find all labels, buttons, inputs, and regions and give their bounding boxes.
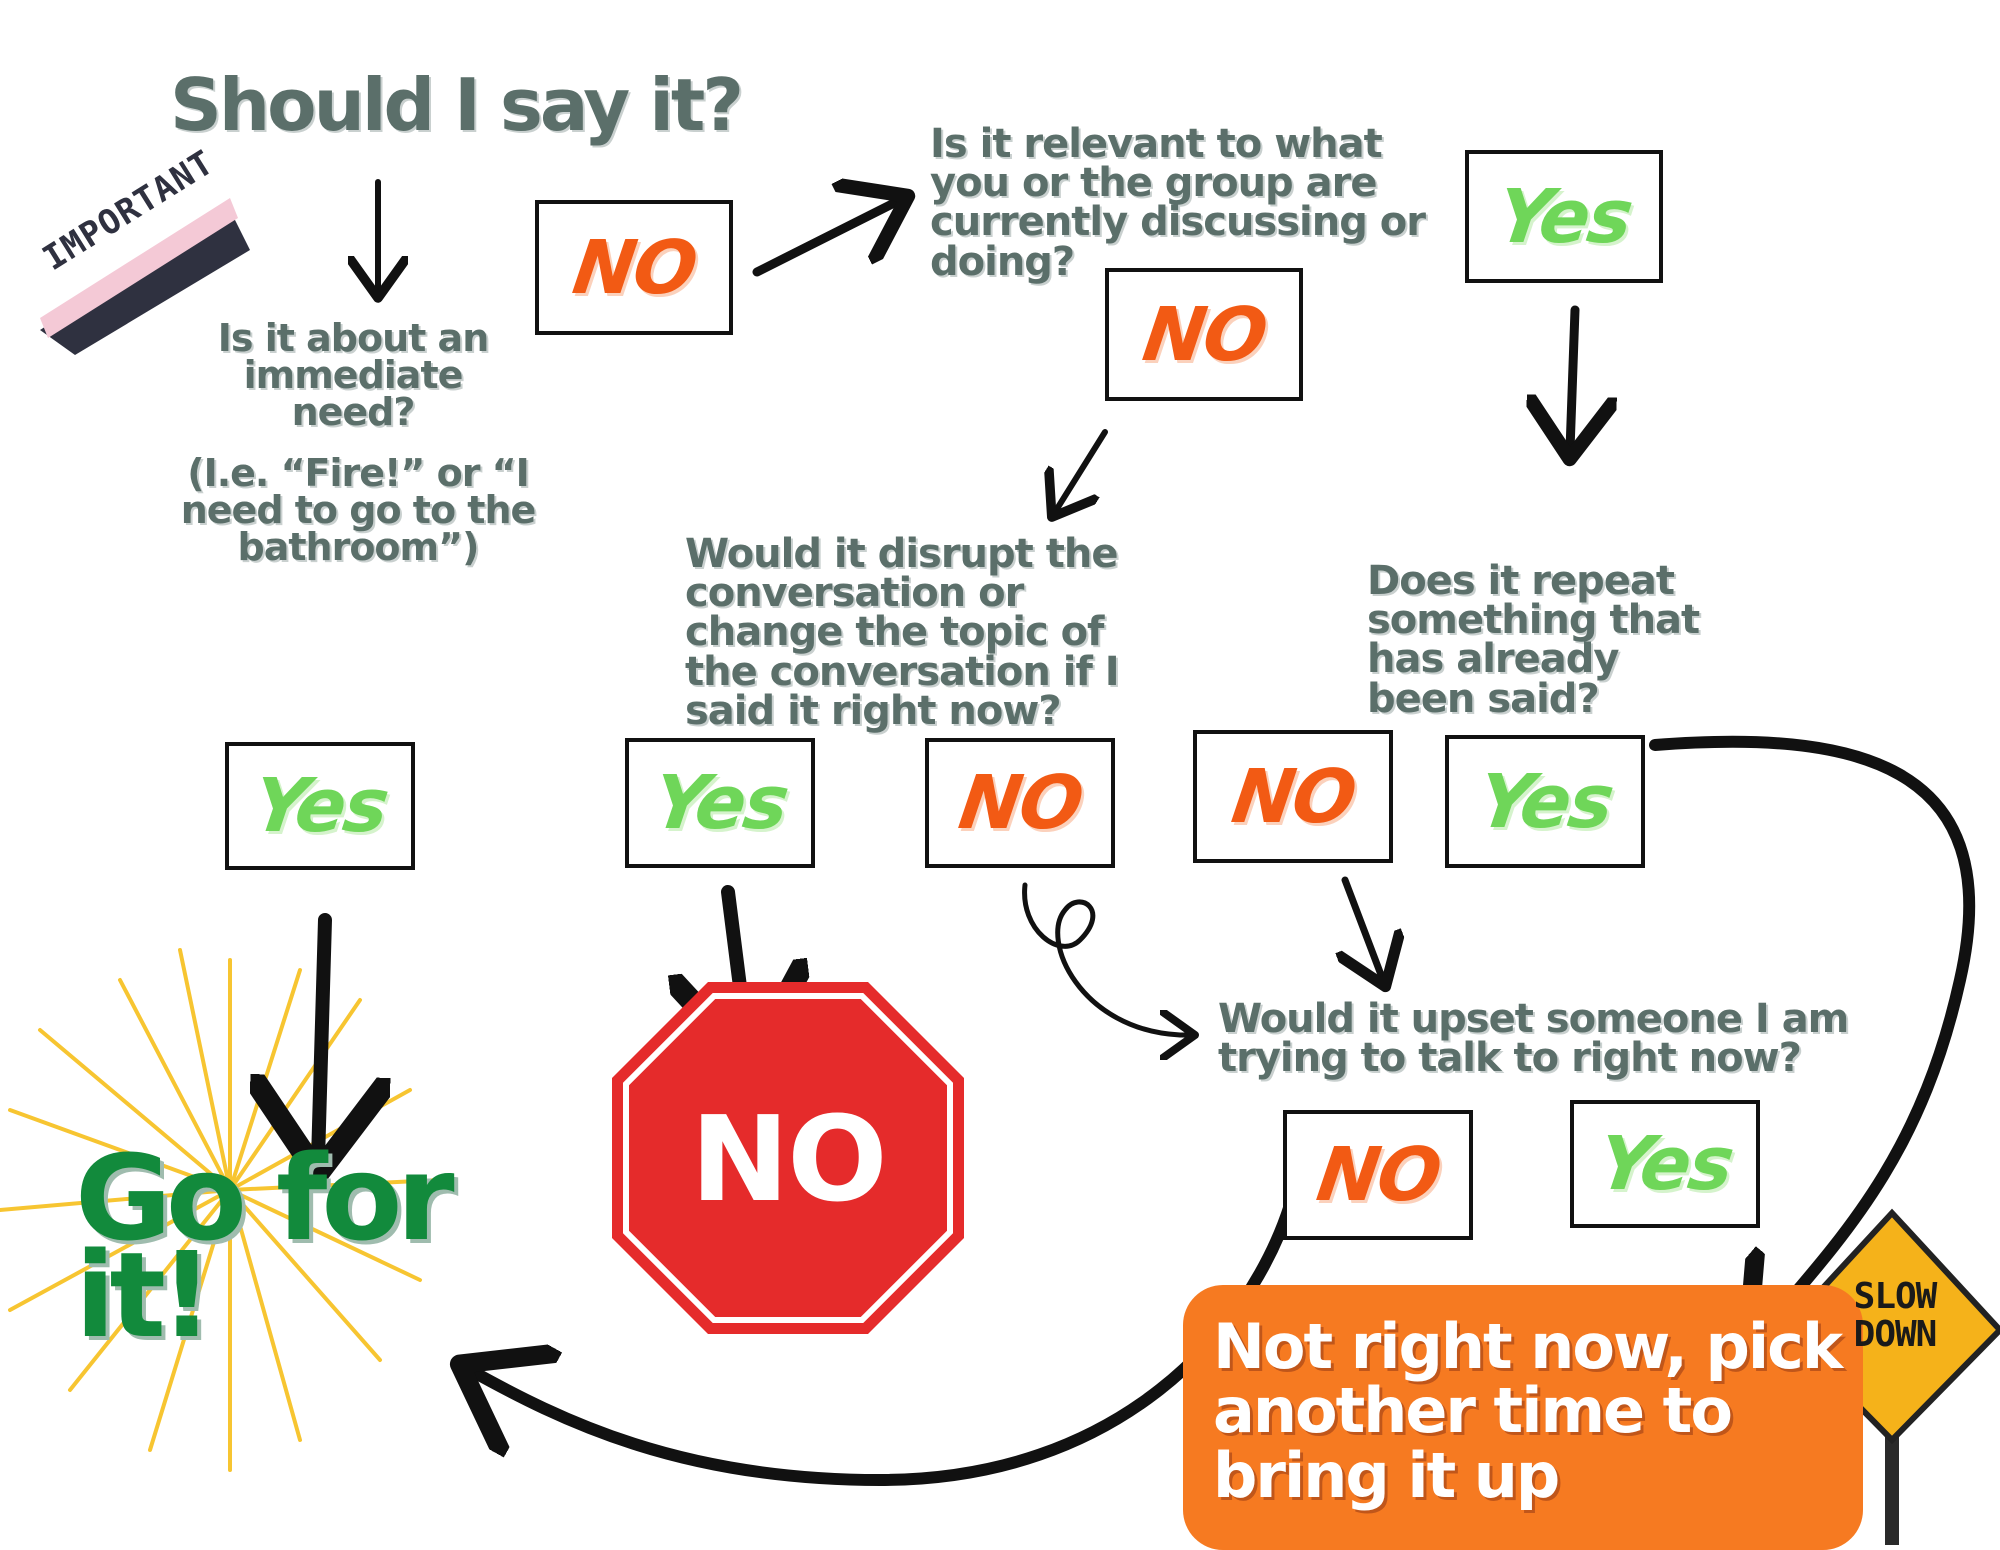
answer-no-label: NO (567, 224, 701, 311)
answer-yes-label: Yes (647, 760, 793, 846)
answer-yes-immediate: Yes (225, 742, 415, 870)
outcome-go-for-it: Go for it! (75, 1129, 455, 1364)
outcome-stop-no: NO (690, 1090, 887, 1228)
answer-no-label: NO (1137, 291, 1271, 378)
slow-down-sign-text: SLOW DOWN (1853, 1276, 1938, 1355)
answer-yes-upset: Yes (1570, 1100, 1760, 1228)
answer-no-label: NO (1226, 753, 1360, 840)
answer-yes-label: Yes (1491, 173, 1637, 260)
question-repeat: Does it repeat something that has alread… (1367, 558, 1700, 722)
stop-sign-shape (612, 982, 964, 1334)
question-immediate-need-example: (I.e. “Fire!” or “I need to go to the ba… (180, 451, 537, 570)
answer-no-repeat: NO (1193, 730, 1393, 863)
outcome-not-right-now-text: Not right now, pick another time to brin… (1213, 1310, 1843, 1512)
answer-no-label: NO (953, 760, 1087, 846)
answer-no-immediate: NO (535, 200, 733, 335)
answer-yes-disrupt: Yes (625, 738, 815, 868)
question-relevant: Is it relevant to what you or the group … (930, 121, 1426, 285)
answer-yes-label: Yes (1472, 758, 1618, 845)
question-immediate-need: Is it about an immediate need? (217, 316, 490, 435)
answer-yes-label: Yes (247, 763, 393, 849)
question-upset: Would it upset someone I am trying to ta… (1218, 996, 1849, 1082)
important-badge-shape (40, 198, 250, 355)
page-title: Should I say it? (170, 63, 744, 147)
outcome-not-right-now: Not right now, pick another time to brin… (1183, 1285, 1863, 1550)
answer-no-upset: NO (1283, 1110, 1473, 1240)
answer-yes-repeat: Yes (1445, 735, 1645, 868)
answer-yes-relevant: Yes (1465, 150, 1663, 283)
question-disrupt: Would it disrupt the conversation or cha… (685, 531, 1120, 734)
answer-no-disrupt: NO (925, 738, 1115, 868)
answer-no-label: NO (1311, 1132, 1445, 1218)
burst-rays (0, 948, 442, 1472)
answer-yes-label: Yes (1592, 1121, 1738, 1207)
answer-no-relevant: NO (1105, 268, 1303, 401)
